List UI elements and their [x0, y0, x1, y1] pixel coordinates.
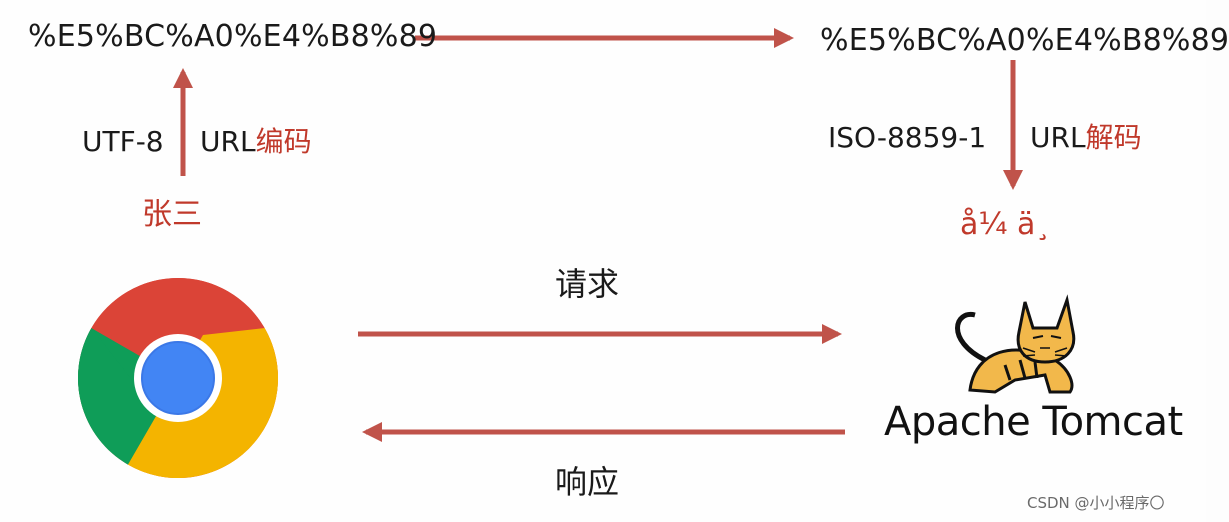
left-charset-label: UTF-8	[82, 125, 164, 158]
right-operation-label: URL解码	[1030, 124, 1142, 152]
original-text: 张三	[142, 197, 202, 232]
left-op-suffix: 编码	[255, 125, 312, 158]
right-op-prefix: URL	[1030, 121, 1086, 154]
right-encoded-string: %E5%BC%A0%E4%B8%89	[820, 23, 1229, 58]
left-op-prefix: URL	[200, 125, 256, 158]
left-encoded-string: %E5%BC%A0%E4%B8%89	[28, 19, 438, 54]
chrome-icon	[78, 278, 278, 478]
right-charset-label: ISO-8859-1	[828, 121, 987, 154]
server-name: Apache Tomcat	[884, 399, 1183, 445]
garbled-text: å¼ ä¸	[960, 207, 1051, 242]
left-operation-label: URL编码	[200, 128, 312, 156]
right-op-suffix: 解码	[1085, 121, 1142, 154]
watermark: CSDN @小小程序〇	[1027, 494, 1165, 512]
request-label: 请求	[555, 265, 620, 303]
response-label: 响应	[555, 463, 620, 501]
tomcat-icon	[955, 294, 1076, 394]
